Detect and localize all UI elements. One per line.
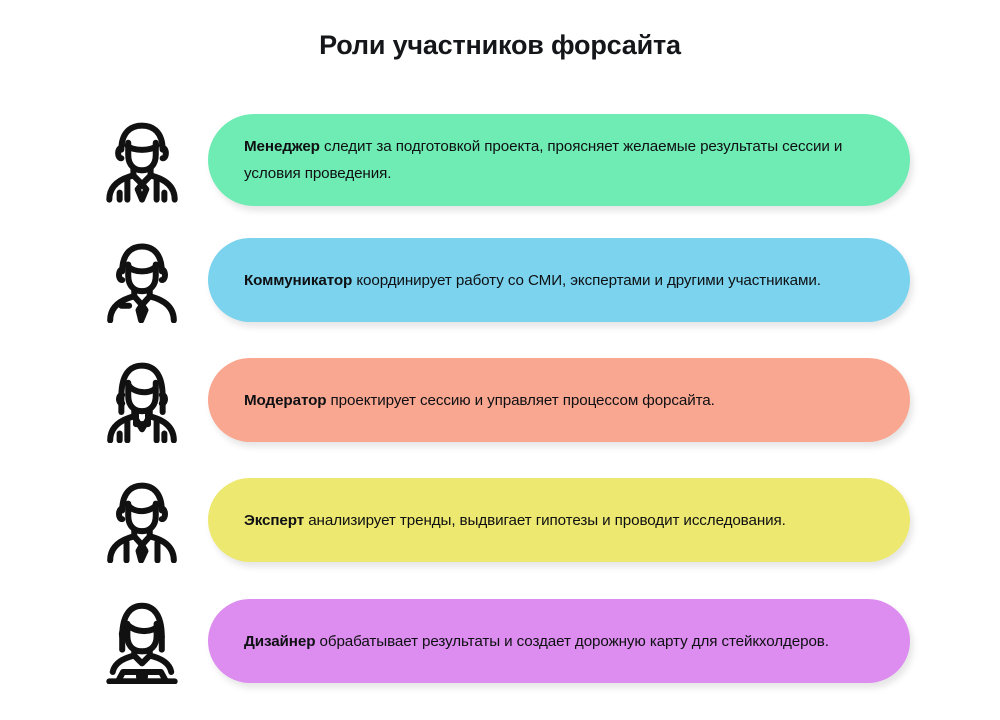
role-detail: обрабатывает результаты и создает дорожн… [315, 632, 830, 650]
role-name: Модератор [244, 391, 327, 409]
role-detail: проектирует сессию и управляет процессом… [326, 391, 715, 409]
list-item: Дизайнер обрабатывает результаты и созда… [0, 580, 1000, 702]
role-description: Коммуникатор координирует работу со СМИ,… [244, 267, 821, 294]
woman-with-laptop-icon [96, 595, 188, 687]
man-shirt-tie-pocket-icon [96, 234, 188, 326]
role-pill: Коммуникатор координирует работу со СМИ,… [208, 238, 910, 322]
role-description: Дизайнер обрабатывает результаты и созда… [244, 628, 829, 655]
woman-long-hair-jacket-icon [96, 354, 188, 446]
role-name: Менеджер [244, 138, 320, 155]
role-name: Дизайнер [244, 632, 316, 650]
role-description: Модератор проектирует сессию и управляет… [244, 387, 715, 414]
role-name: Эксперт [244, 511, 305, 529]
role-description: Эксперт анализирует тренды, выдвигает ги… [244, 507, 786, 534]
role-pill: Эксперт анализирует тренды, выдвигает ги… [208, 478, 910, 562]
businessman-suit-tie-icon [96, 114, 188, 206]
role-pill: Менеджер следит за подготовкой проекта, … [208, 114, 910, 206]
role-pill: Модератор проектирует сессию и управляет… [208, 358, 910, 442]
list-item: Эксперт анализирует тренды, выдвигает ги… [0, 460, 1000, 580]
list-item: Модератор проектирует сессию и управляет… [0, 340, 1000, 460]
role-name: Коммуникатор [244, 271, 353, 289]
page-title: Роли участников форсайта [319, 30, 681, 60]
role-pill: Дизайнер обрабатывает результаты и созда… [208, 599, 910, 683]
list-item: Коммуникатор координирует работу со СМИ,… [0, 220, 1000, 340]
list-item: Менеджер следит за подготовкой проекта, … [0, 100, 1000, 220]
role-detail: координирует работу со СМИ, экспертами и… [352, 271, 821, 289]
role-detail: анализирует тренды, выдвигает гипотезы и… [304, 511, 786, 529]
role-detail: следит за подготовкой проекта, проясняет… [244, 138, 843, 182]
roles-list: Менеджер следит за подготовкой проекта, … [0, 100, 1000, 702]
role-description: Менеджер следит за подготовкой проекта, … [244, 133, 872, 187]
man-shirt-tie-icon [96, 474, 188, 566]
